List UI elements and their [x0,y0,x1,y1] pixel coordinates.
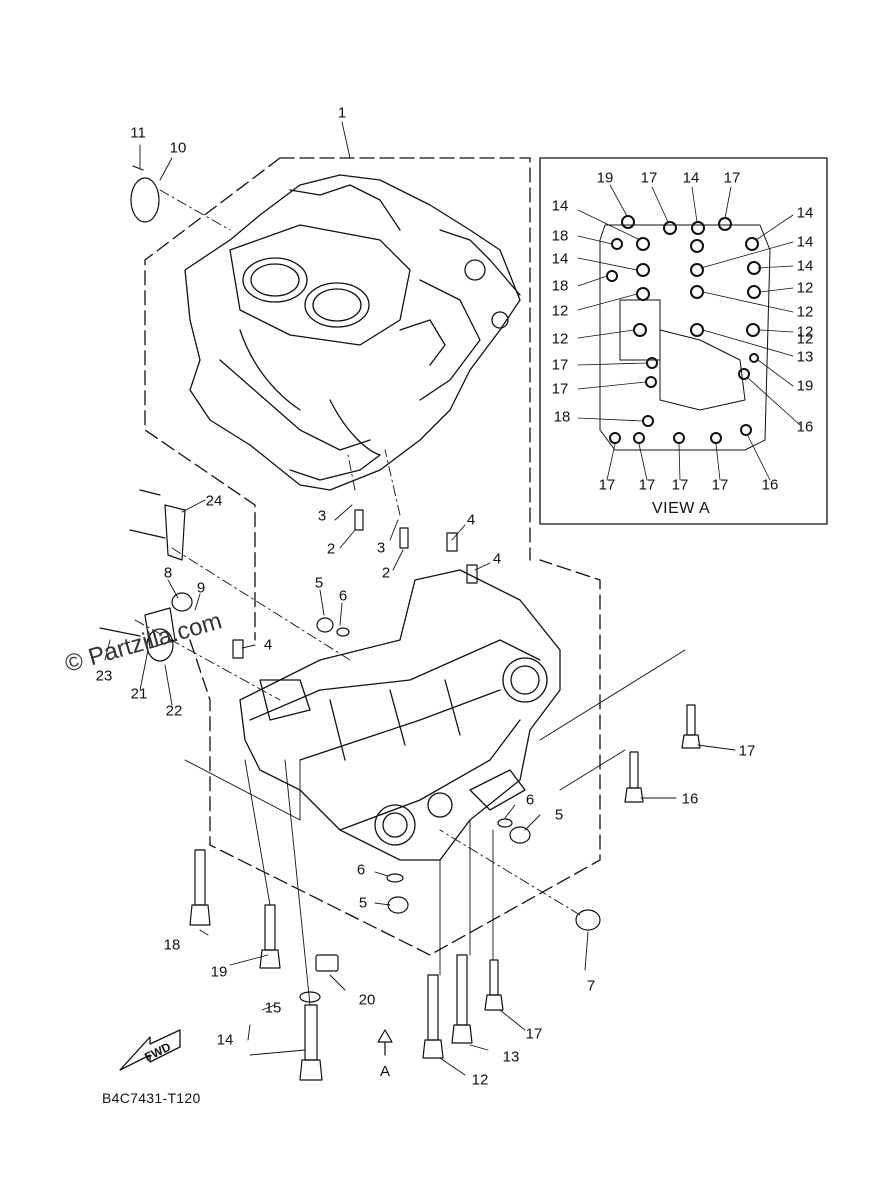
upper-case-guide [144,157,531,641]
callout-8: 8 [163,564,173,582]
view-a-callout-17: 17 [551,380,569,398]
callout-7: 7 [586,977,596,995]
view-a-callout-12: 12 [796,279,814,297]
callout-4b: 4 [492,550,502,568]
view-a-callout-17: 17 [711,476,729,494]
callout-18: 18 [163,936,181,954]
upper-crankcase [184,174,521,491]
view-direction-label: A [380,1063,391,1080]
callout-4c: 4 [263,636,273,654]
view-a-callout-14: 14 [551,250,569,268]
view-a-callout-19: 19 [796,377,814,395]
callout-6b: 6 [525,791,535,809]
view-a-callout-14: 14 [551,197,569,215]
view-a-callout-18: 18 [553,408,571,426]
view-a-callout-16: 16 [761,476,779,494]
leader-lines [104,121,491,821]
callout-11: 11 [130,124,146,142]
callout-23: 23 [95,667,113,685]
callout-19: 19 [210,963,228,981]
view-a-callout-14: 14 [796,233,814,251]
view-a-schematic [599,224,771,451]
view-a-callout-17: 17 [671,476,689,494]
bolts [99,165,701,1081]
callout-20: 20 [358,991,376,1009]
view-a-callout-17: 17 [638,476,656,494]
callout-3a: 3 [317,507,327,525]
fwd-arrow [119,1029,181,1071]
view-a-callout-12: 12 [551,302,569,320]
callout-6a: 6 [338,587,348,605]
callout-5c: 5 [358,894,368,912]
view-a-callout-14: 14 [796,257,814,275]
callout-17a: 17 [738,742,756,760]
view-a-callout-14: 14 [796,204,814,222]
callout-17b: 17 [525,1025,543,1043]
callout-22: 22 [165,702,183,720]
callout-2a: 2 [326,540,336,558]
view-a-callout-14: 14 [682,169,700,187]
view-a-callout-17: 17 [723,169,741,187]
view-a-callout-16: 16 [796,418,814,436]
view-a-callout-17: 17 [598,476,616,494]
callout-16a: 16 [681,790,699,808]
callout-14: 14 [216,1031,234,1049]
view-a-callout-19: 19 [596,169,614,187]
view-a-frame [539,157,828,525]
callout-5a: 5 [314,574,324,592]
callout-15: 15 [264,999,282,1017]
view-a-leaders [577,184,801,481]
callout-6c: 6 [356,861,366,879]
lower-crankcase [239,569,561,861]
diagram-code: B4C7431-T120 [102,1090,201,1106]
callout-12: 12 [471,1071,489,1089]
callout-2b: 2 [381,564,391,582]
view-a-callout-13: 13 [796,348,814,366]
callout-4a: 4 [466,511,476,529]
view-a-callout-18: 18 [551,277,569,295]
view-a-caption: VIEW A [652,500,711,517]
view-a-bolt-holes [606,215,761,444]
view-a-callout-17: 17 [640,169,658,187]
callout-24: 24 [205,492,223,510]
view-direction-arrow [377,1029,393,1056]
view-a-callout-12: 12 [796,323,814,341]
view-a-callout-17: 17 [551,356,569,374]
bolt-leaders [199,649,736,1076]
view-a-callout-12: 12 [551,330,569,348]
callout-13: 13 [502,1048,520,1066]
callout-9: 9 [196,579,206,597]
view-a-callout-18: 18 [551,227,569,245]
view-a-callout-12: 12 [796,330,814,348]
callout-10: 10 [169,139,187,157]
callout-3b: 3 [376,539,386,557]
callout-5b: 5 [554,806,564,824]
view-a-callout-12: 12 [796,303,814,321]
callout-21: 21 [130,685,148,703]
lower-case-guide [189,559,601,956]
callout-1: 1 [337,104,347,122]
